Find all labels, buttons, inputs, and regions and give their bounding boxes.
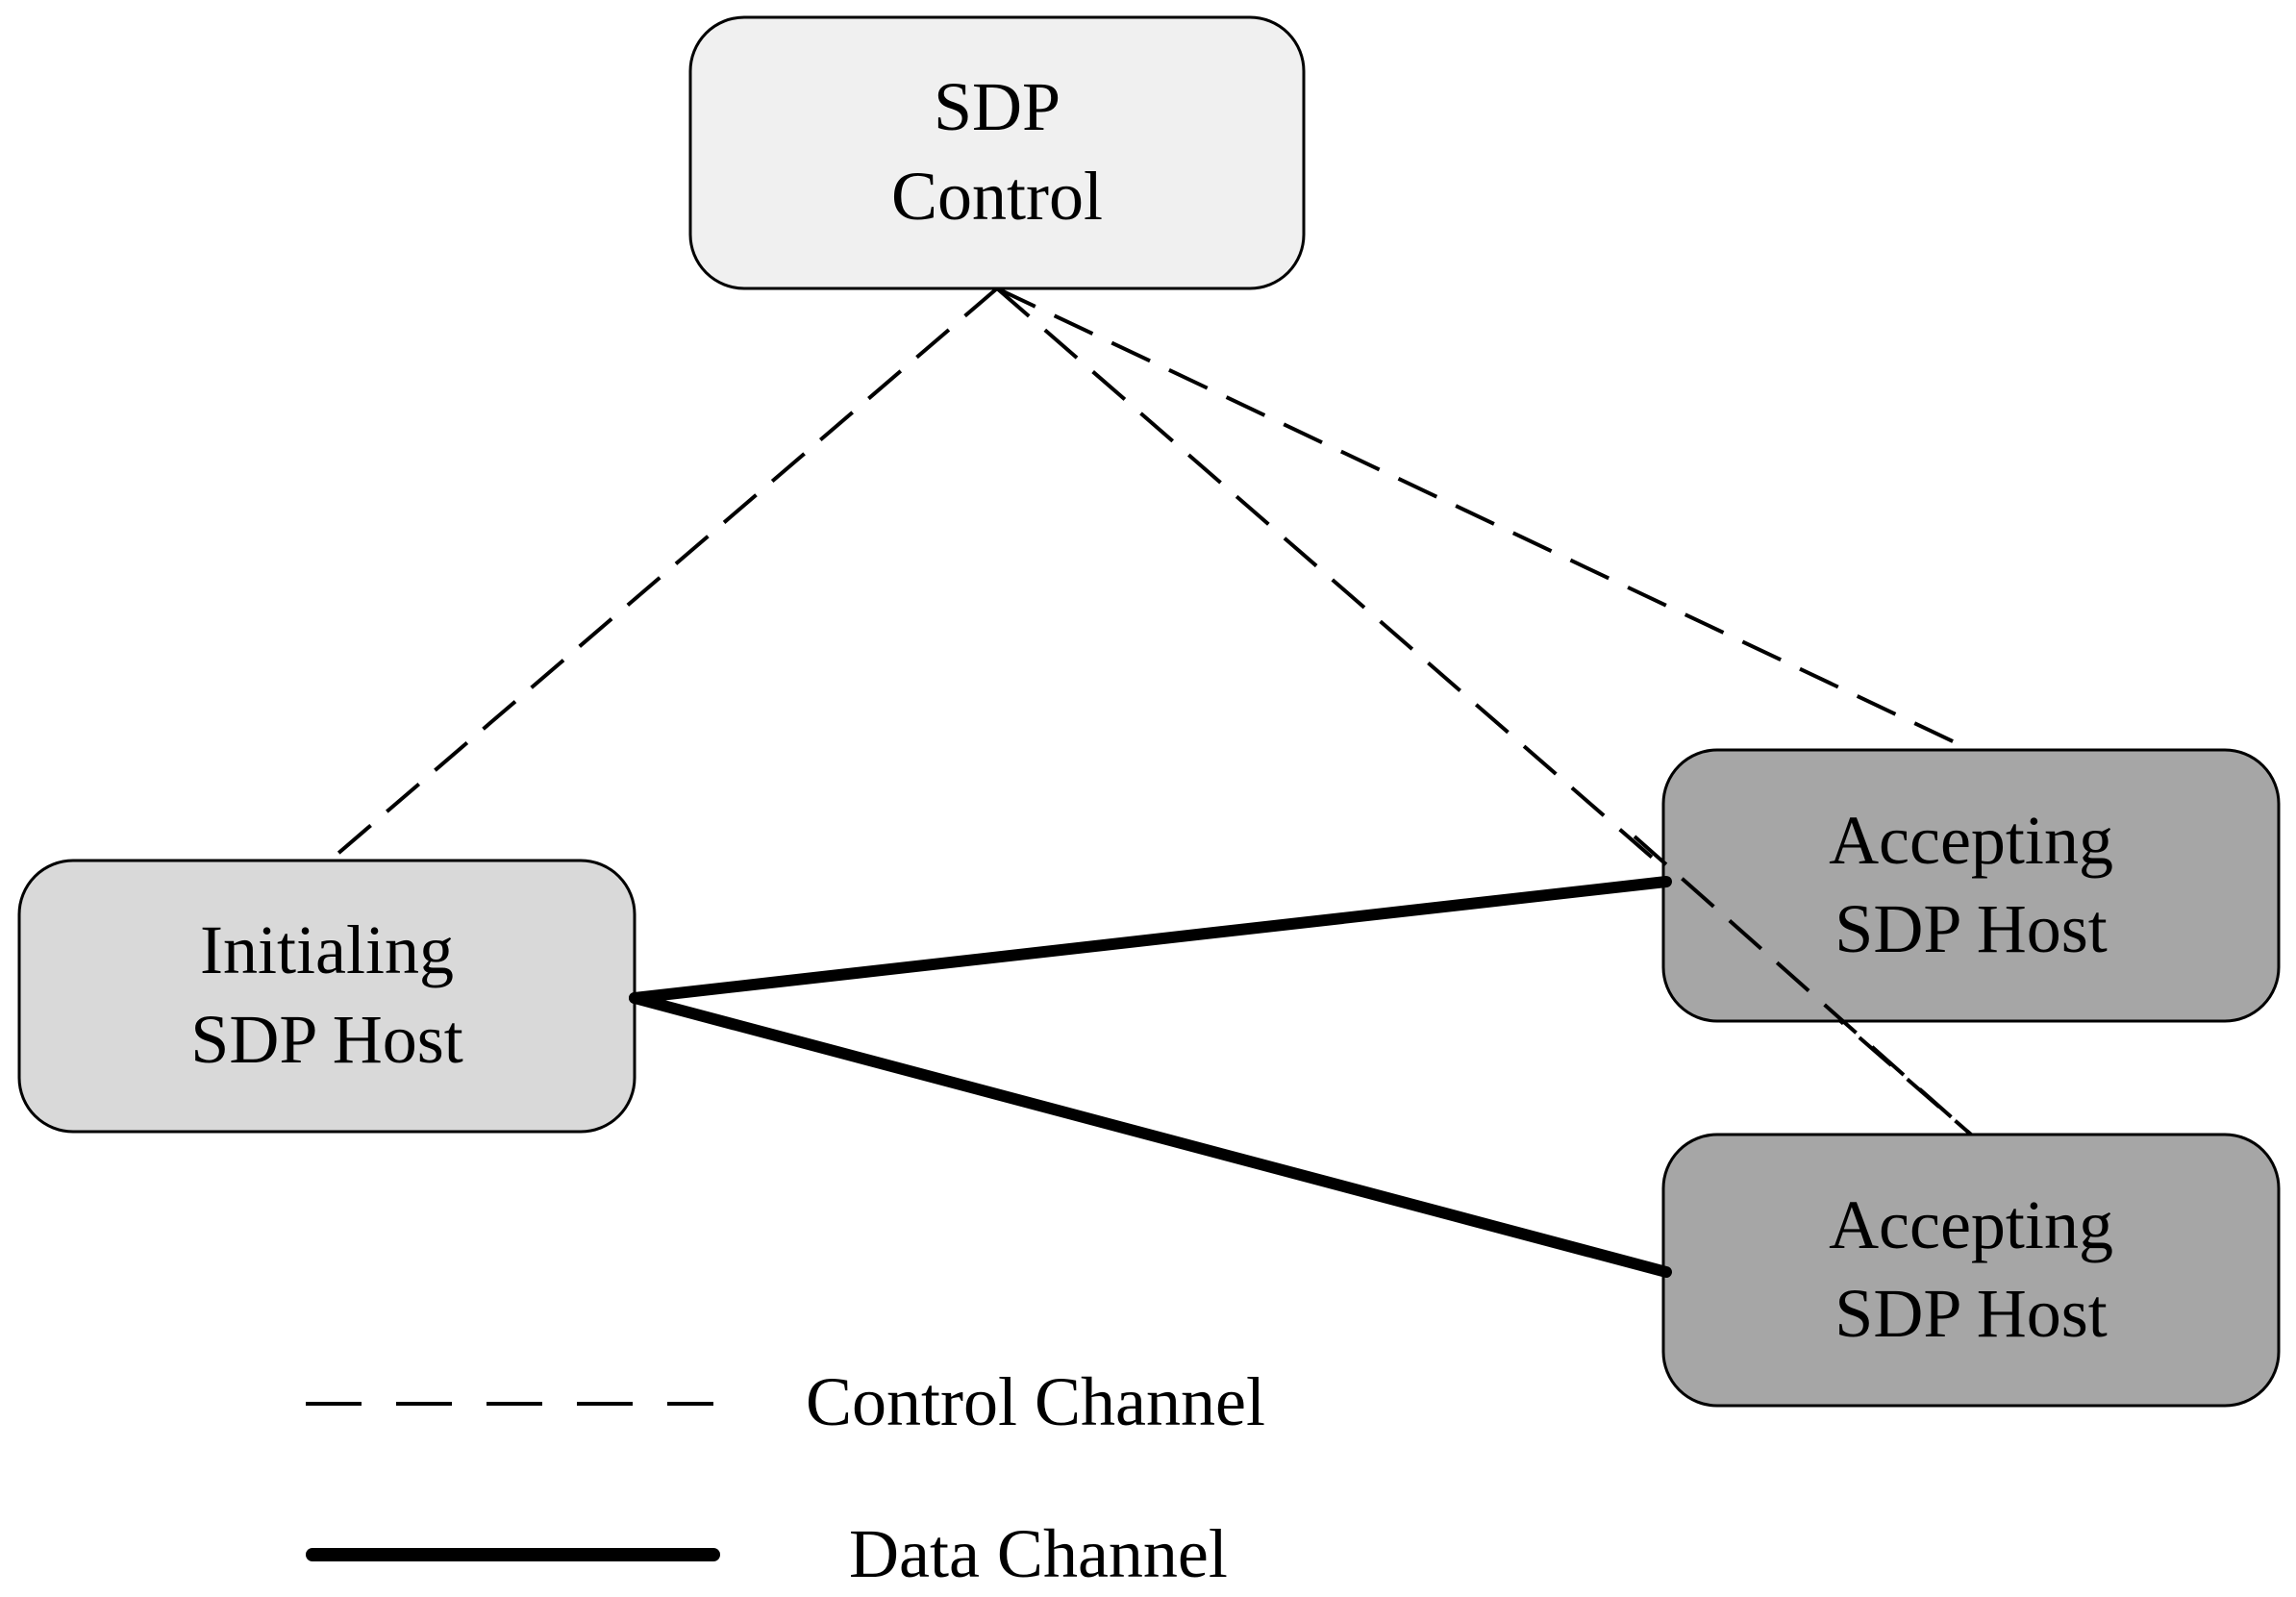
sdp-control-label-line1: SDP [934, 68, 1061, 145]
accepting-host-2-node: Accepting SDP Host [1661, 1133, 2281, 1408]
control-line-accepting-2 [995, 287, 1973, 1136]
legend: Control Channel Data Channel [306, 1363, 1265, 1592]
accepting-host-2-label-line2: SDP Host [1834, 1275, 2107, 1352]
initiating-host-box [17, 859, 636, 1134]
accepting-host-2-label-line1: Accepting [1829, 1186, 2113, 1263]
control-channel-lines [328, 287, 1973, 1136]
legend-data-channel-label: Data Channel [849, 1515, 1228, 1592]
initiating-host-label-line2: SDP Host [190, 1001, 462, 1078]
control-line-accepting-1 [996, 287, 1972, 752]
control-line-initiating [328, 287, 999, 862]
data-line-accepting-1 [629, 876, 1672, 1004]
initiating-host-label-line1: Initialing [200, 911, 454, 988]
accepting-host-1-node: Accepting SDP Host [1661, 748, 2281, 1023]
initiating-host-node: Initialing SDP Host [17, 859, 636, 1134]
accepting-host-2-box [1661, 1133, 2281, 1408]
sdp-control-label-line2: Control [891, 158, 1103, 235]
accepting-host-1-label-line1: Accepting [1829, 802, 2113, 879]
control-line-accepting-2-overlay [1633, 835, 1973, 1136]
data-channel-lines [629, 876, 1672, 1278]
accepting-host-1-label-line2: SDP Host [1834, 890, 2107, 967]
legend-control-channel-label: Control Channel [806, 1363, 1265, 1440]
accepting-host-1-box [1661, 748, 2281, 1023]
data-line-accepting-2 [629, 992, 1672, 1278]
sdp-control-node: SDP Control [688, 15, 1306, 290]
sdp-control-box [688, 15, 1306, 290]
